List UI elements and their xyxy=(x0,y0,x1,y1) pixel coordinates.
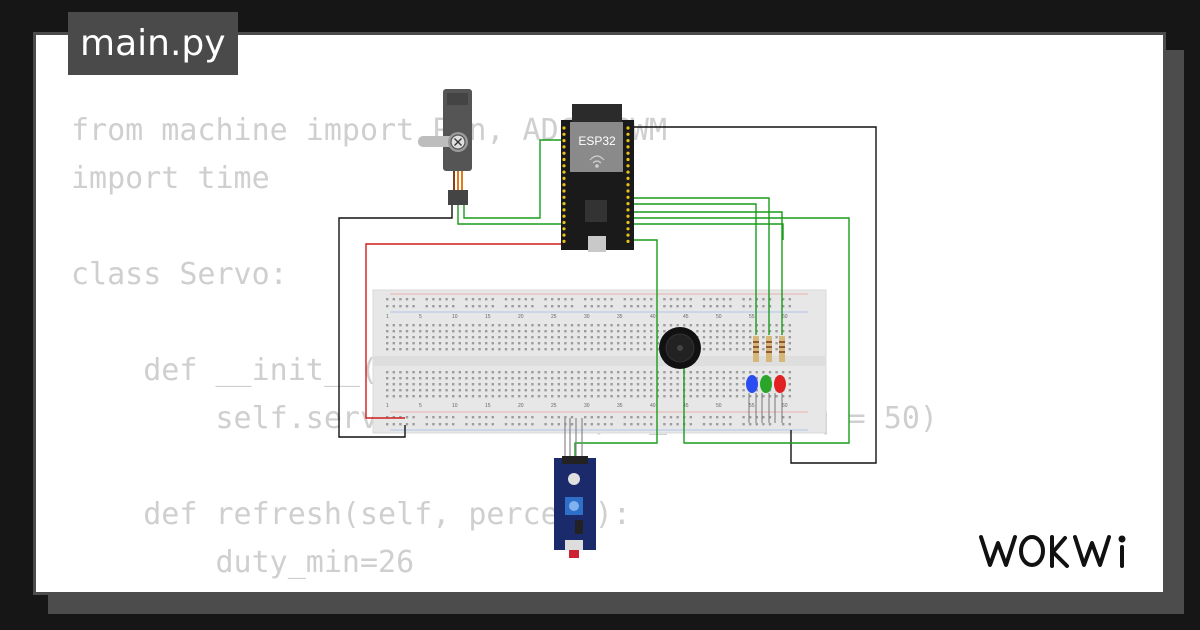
column-number: 10 xyxy=(452,403,458,409)
esp32-board: ESP32 xyxy=(561,104,634,252)
wire-green-led-3 xyxy=(633,211,783,335)
column-number: 45 xyxy=(683,403,689,409)
leds xyxy=(746,375,786,423)
column-number: 60 xyxy=(782,403,788,409)
wire-green-sensor xyxy=(633,223,784,240)
wokwi-logo xyxy=(979,535,1126,568)
wire-red-power xyxy=(365,243,565,419)
resistors xyxy=(753,336,785,362)
column-number: 5 xyxy=(419,314,422,320)
column-number: 35 xyxy=(617,314,623,320)
led-red xyxy=(774,375,786,393)
code-line: def refresh(self, percent): xyxy=(71,497,631,532)
column-number: 25 xyxy=(551,403,557,409)
column-number: 55 xyxy=(749,403,755,409)
wifi-icon xyxy=(589,155,605,168)
column-number: 30 xyxy=(584,314,590,320)
column-number: 20 xyxy=(518,403,524,409)
code-line: duty_min=26 xyxy=(71,545,415,580)
wire-green-sensor-2 xyxy=(574,239,658,457)
wire-green-led-1 xyxy=(633,197,770,335)
column-number: 45 xyxy=(683,314,689,320)
wire-green-led-2 xyxy=(633,203,757,335)
wire-black-servo-gnd xyxy=(338,205,453,438)
column-number: 25 xyxy=(551,314,557,320)
esp32-pins xyxy=(562,126,630,243)
led-green xyxy=(760,375,772,393)
column-number: 20 xyxy=(518,314,524,320)
wire-green-servo-signal-2 xyxy=(457,205,565,225)
file-tab[interactable]: main.py xyxy=(68,12,238,75)
column-number: 10 xyxy=(452,314,458,320)
esp32-label: ESP32 xyxy=(578,134,616,148)
servo-motor xyxy=(418,89,472,205)
column-number: 1 xyxy=(386,403,389,409)
wire-green-servo-signal xyxy=(463,139,565,219)
column-number: 15 xyxy=(485,403,491,409)
wire-green-buzzer xyxy=(633,217,850,444)
light-sensor-module xyxy=(554,418,596,558)
column-number: 5 xyxy=(419,403,422,409)
column-number: 50 xyxy=(716,403,722,409)
buzzer xyxy=(659,327,701,369)
code-line: class Servo: xyxy=(71,257,288,292)
column-number: 40 xyxy=(650,403,656,409)
column-number: 50 xyxy=(716,314,722,320)
wire-black-esp-gnd xyxy=(622,126,877,464)
code-line: import time xyxy=(71,161,270,196)
column-number: 1 xyxy=(386,314,389,320)
column-number: 15 xyxy=(485,314,491,320)
column-number: 30 xyxy=(584,403,590,409)
column-number: 55 xyxy=(749,314,755,320)
led-blue xyxy=(746,375,758,393)
column-number: 35 xyxy=(617,403,623,409)
column-number: 60 xyxy=(782,314,788,320)
column-number: 40 xyxy=(650,314,656,320)
wires xyxy=(338,126,877,464)
